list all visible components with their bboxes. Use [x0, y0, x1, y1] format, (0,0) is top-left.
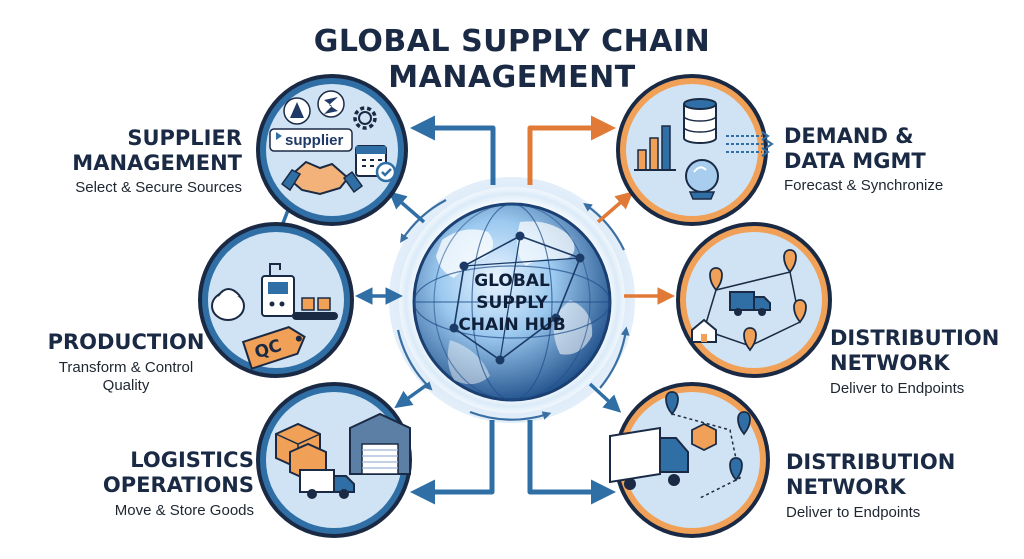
machine-icon: [261, 263, 295, 317]
route-dash: [671, 413, 741, 499]
production-text-block: PRODUCTION Transform & Control Quality: [46, 330, 206, 395]
arrow-hub-to-logistics: [410, 420, 495, 505]
data-stream-icon: [726, 135, 766, 153]
map-pin-icon: [709, 249, 807, 352]
logistics-text-block: LOGISTICS OPERATIONS Move & Store Goods: [98, 448, 254, 520]
supplier-node: supplier: [256, 74, 408, 226]
gear-icon: [353, 106, 377, 130]
arrow-hub-to-distribution2: [527, 420, 616, 505]
distribution-1-text-block: DISTRIBUTION NETWORK Deliver to Endpoint…: [830, 326, 1010, 398]
demand-text-block: DEMAND & DATA MGMT Forecast & Synchroniz…: [784, 124, 984, 195]
supplier-badge-text: supplier: [285, 132, 344, 149]
house-icon: [691, 318, 717, 343]
bar-chart-icon: [634, 125, 676, 171]
globe-icon: [412, 202, 612, 402]
truck-icon-3: [609, 426, 689, 490]
logistics-subtitle: Move & Store Goods: [114, 502, 254, 519]
arrow-hub-to-demand: [527, 115, 616, 185]
arrow-hub-to-logistics-diag: [394, 382, 430, 409]
warehouse-icon: [349, 412, 411, 475]
demand-subtitle: Forecast & Synchronize: [784, 177, 944, 194]
hub-label: GLOBAL SUPPLY CHAIN HUB: [458, 271, 566, 335]
flow-arrow-5: [469, 410, 552, 421]
distribution-2-subtitle: Deliver to Endpoints: [786, 504, 921, 521]
distribution-1-subtitle: Deliver to Endpoints: [830, 380, 965, 397]
map-pin-icon-2: [665, 391, 751, 482]
supplier-subtitle: Select & Secure Sources: [75, 179, 242, 196]
distribution-2-heading: DISTRIBUTION NETWORK: [786, 450, 956, 499]
qc-tag-icon: QC: [241, 326, 306, 370]
truck-icon: [299, 469, 355, 499]
supplier-logo-a-icon: [283, 97, 311, 125]
worker-icon: [211, 288, 245, 321]
arrow-hub-to-supplier: [410, 115, 496, 185]
distribution-1-heading: DISTRIBUTION NETWORK: [830, 326, 1000, 375]
arrow-hub-to-demand-diag: [596, 191, 634, 224]
supplier-logo-b-icon: [317, 90, 345, 118]
distribution-node-1: [676, 222, 832, 378]
conveyor-icon: [292, 297, 338, 320]
page-title: GLOBAL SUPPLY CHAIN MANAGEMENT: [313, 24, 711, 95]
arrow-hub-to-distribution2-diag: [588, 382, 622, 413]
calendar-icon: [355, 145, 397, 183]
demand-heading: DEMAND & DATA MGMT: [784, 124, 926, 173]
flow-arrow-1: [400, 199, 447, 243]
supplier-badge: supplier: [269, 128, 353, 152]
truck-icon-2: [729, 291, 771, 316]
database-icon: [683, 98, 717, 144]
supplier-heading: SUPPLIER MANAGEMENT: [72, 126, 242, 175]
production-heading: PRODUCTION: [47, 330, 205, 354]
demand-node: [616, 74, 774, 226]
flow-arrow-3: [599, 326, 630, 389]
handshake-icon: [280, 160, 364, 196]
supplier-text-block: SUPPLIER MANAGEMENT Select & Secure Sour…: [70, 126, 242, 197]
box-icon-2: [691, 422, 717, 452]
logistics-heading: LOGISTICS OPERATIONS: [102, 448, 254, 497]
production-node: QC: [198, 222, 354, 378]
circular-flow-arrows: [396, 199, 630, 421]
distribution-2-text-block: DISTRIBUTION NETWORK Deliver to Endpoint…: [786, 450, 976, 522]
flow-arrow-4: [583, 202, 625, 251]
production-subtitle: Transform & Control Quality: [58, 359, 194, 394]
crystal-ball-icon: [685, 159, 719, 200]
logistics-node: [256, 382, 412, 538]
arrow-hub-to-supplier-diag: [388, 191, 426, 224]
distribution-node-2: [609, 382, 770, 538]
